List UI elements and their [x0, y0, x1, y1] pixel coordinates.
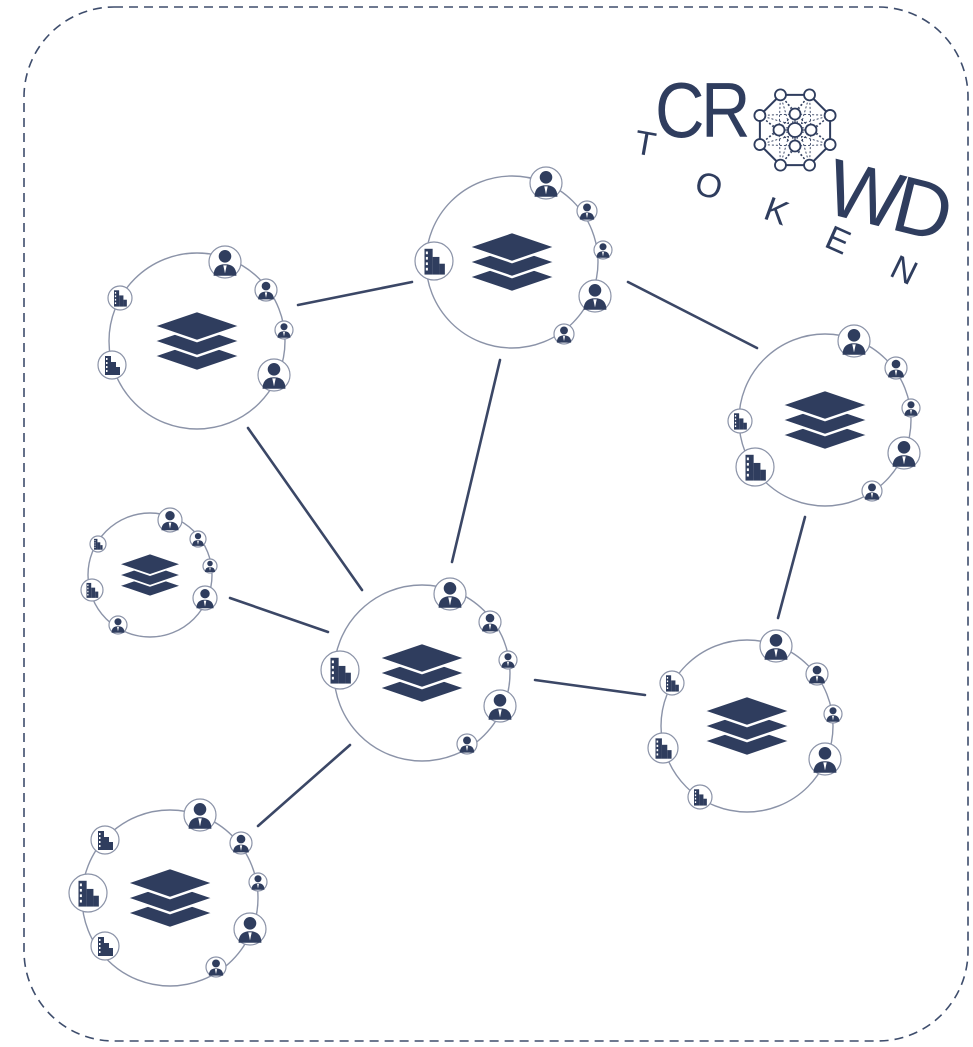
- person-icon: [837, 324, 871, 358]
- person-icon: [192, 585, 218, 611]
- building-icon: [735, 447, 775, 487]
- person-icon: [823, 704, 843, 724]
- person-icon: [208, 245, 242, 279]
- building-icon: [80, 578, 104, 602]
- person-icon: [205, 956, 227, 978]
- person-icon: [576, 200, 598, 222]
- connection-line: [450, 358, 502, 564]
- connection-lines: [228, 280, 807, 828]
- building-icon: [687, 784, 713, 810]
- person-icon: [254, 278, 278, 302]
- building-icon: [107, 285, 133, 311]
- layers-stack-icon: [149, 309, 245, 373]
- person-icon: [498, 650, 518, 670]
- network-polygon-icon: [753, 88, 837, 172]
- logo-token-letter: T: [632, 123, 659, 164]
- logo-token-letter: K: [759, 190, 794, 234]
- person-icon: [456, 733, 478, 755]
- person-icon: [183, 798, 217, 832]
- person-icon: [233, 912, 267, 946]
- person-icon: [808, 742, 842, 776]
- network-node: [647, 629, 843, 813]
- building-icon: [647, 732, 679, 764]
- network-node: [97, 245, 294, 430]
- connection-line: [533, 678, 647, 697]
- connection-line: [296, 280, 414, 307]
- building-icon: [659, 670, 685, 696]
- network-node: [727, 324, 921, 507]
- building-icon: [727, 408, 753, 434]
- person-icon: [483, 689, 517, 723]
- person-icon: [433, 577, 467, 611]
- building-icon: [90, 931, 120, 961]
- building-icon: [414, 241, 454, 281]
- person-icon: [553, 323, 575, 345]
- person-icon: [478, 610, 502, 634]
- connection-line: [256, 743, 352, 828]
- network-node: [80, 507, 218, 638]
- layers-stack-icon: [374, 641, 470, 705]
- person-icon: [578, 279, 612, 313]
- person-icon: [887, 436, 921, 470]
- connection-line: [626, 280, 759, 350]
- person-icon: [257, 358, 291, 392]
- connection-line: [776, 515, 807, 620]
- dashed-frame: [23, 6, 969, 1042]
- connection-line: [246, 426, 364, 592]
- person-icon: [901, 398, 921, 418]
- person-icon: [229, 831, 253, 855]
- person-icon: [248, 872, 268, 892]
- connection-line: [228, 596, 330, 634]
- building-icon: [89, 535, 107, 553]
- person-icon: [202, 558, 218, 574]
- person-icon: [593, 240, 613, 260]
- network-nodes: [68, 166, 921, 987]
- building-icon: [90, 825, 120, 855]
- person-icon: [861, 480, 883, 502]
- building-icon: [97, 350, 127, 380]
- person-icon: [108, 615, 128, 635]
- logo-letters-cr: CR: [655, 66, 748, 154]
- logo-token-letter: N: [884, 248, 923, 293]
- layers-stack-icon: [699, 694, 795, 758]
- layers-stack-icon: [777, 388, 873, 452]
- network-node: [68, 798, 268, 987]
- person-icon: [759, 629, 793, 663]
- person-icon: [189, 530, 207, 548]
- network-node: [320, 577, 518, 762]
- person-icon: [157, 507, 183, 533]
- person-icon: [529, 166, 563, 200]
- person-icon: [805, 662, 829, 686]
- person-icon: [274, 320, 294, 340]
- building-icon: [68, 873, 108, 913]
- network-node: [414, 166, 613, 349]
- layers-stack-icon: [464, 230, 560, 294]
- layers-stack-icon: [115, 552, 185, 598]
- person-icon: [884, 356, 908, 380]
- layers-stack-icon: [122, 866, 218, 930]
- building-icon: [320, 650, 360, 690]
- logo-token-letter: O: [691, 164, 727, 208]
